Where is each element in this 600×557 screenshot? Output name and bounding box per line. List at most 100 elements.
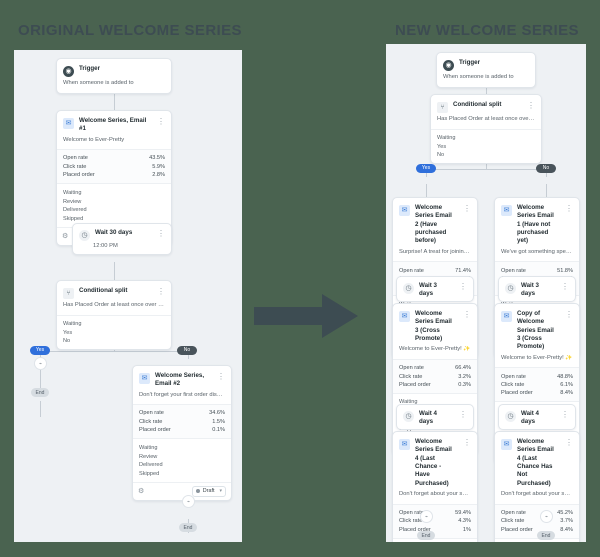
branch-badge-yes[interactable]: Yes (416, 164, 436, 173)
stat-value: 3.2% (458, 373, 471, 380)
stat-label: Placed order (399, 526, 431, 533)
email-icon: ✉ (501, 205, 512, 216)
wait-card-3[interactable]: ◷ Wait 4 days ⋮ (498, 404, 576, 430)
wait-card-2[interactable]: ◷ Wait 4 days ⋮ (396, 404, 474, 430)
stat-label: Placed order (501, 390, 533, 397)
stat-value: 51.8% (557, 267, 573, 274)
kebab-menu-icon[interactable]: ⋮ (157, 117, 165, 126)
email-card-subtitle: Welcome to Ever-Pretty! ✨ (501, 354, 573, 361)
email-card-title: Welcome Series Email 1 (Have not purchas… (517, 204, 554, 245)
email-card-2[interactable]: ✉ Welcome Series Email 3 (Cross Promote)… (392, 303, 478, 456)
kebab-menu-icon[interactable]: ⋮ (527, 101, 535, 110)
email-card-4[interactable]: ✉ Welcome Series Email 4 (Last Chance - … (392, 431, 478, 542)
right-branch-node-icon[interactable]: ⌁ (540, 510, 553, 523)
email-card-header: ✉ Welcome Series, Email #1 ⋮ (57, 111, 171, 137)
trigger-card[interactable]: ◉ Trigger When someone is added to (436, 52, 536, 88)
kebab-menu-icon[interactable]: ⋮ (459, 410, 467, 419)
wait-card-0[interactable]: ◷ Wait 3 days ⋮ (396, 276, 474, 302)
stat-label: Placed order (63, 172, 95, 179)
no-branch-end: End (179, 523, 197, 532)
stat-label: Click rate (63, 163, 87, 170)
email-card-statuses: Waiting Review Delivered Skipped (393, 537, 477, 542)
yes-branch-node-icon[interactable]: ⌁ (34, 357, 47, 370)
email-card-subtitle: Don't forget about your special discount… (501, 491, 579, 498)
kebab-menu-icon[interactable]: ⋮ (463, 438, 471, 447)
clock-icon: ◷ (505, 283, 516, 294)
stat-value: 8.4% (560, 390, 573, 397)
email-card-title: Welcome Series, Email #1 (79, 117, 147, 133)
email-card-stats: Open rate 43.5% Click rate 5.9% Placed o… (57, 149, 171, 184)
trigger-card[interactable]: ◉ Trigger When someone is added to (56, 58, 172, 94)
new-flow-panel[interactable]: ◉ Trigger When someone is added to ⑂ Con… (386, 44, 586, 542)
split-card-title: Conditional split (453, 101, 502, 108)
kebab-menu-icon[interactable]: ⋮ (157, 229, 165, 238)
email-card-header: ✉ Welcome Series Email 2 (Have purchased… (393, 198, 477, 249)
settings-gear-icon[interactable]: ⚙ (62, 233, 69, 240)
kebab-menu-icon[interactable]: ⋮ (459, 282, 467, 291)
email-card-5[interactable]: ✉ Welcome Series Email 4 (Last Chance Ha… (494, 431, 580, 542)
stat-row: Placed order 0.1% (139, 426, 225, 434)
kebab-menu-icon[interactable]: ⋮ (565, 204, 573, 213)
split-icon: ⑂ (63, 288, 74, 299)
email-icon: ✉ (501, 311, 512, 322)
email-card-subtitle: Welcome to Ever-Pretty (63, 136, 125, 143)
wait-card-title: Wait 4 days (419, 410, 437, 426)
stat-value: 2.8% (152, 172, 165, 179)
trigger-card-header: ◉ Trigger (57, 59, 171, 80)
kebab-menu-icon[interactable]: ⋮ (157, 287, 165, 296)
no-branch-node-icon[interactable]: ⌁ (182, 495, 195, 508)
conditional-split-card[interactable]: ⑂ Conditional split ⋮ Has Placed Order a… (430, 94, 542, 164)
kebab-menu-icon[interactable]: ⋮ (217, 372, 225, 381)
email-icon: ✉ (399, 439, 410, 450)
branch-badge-no[interactable]: No (177, 346, 197, 355)
email-icon: ✉ (399, 311, 410, 322)
stat-value: 66.4% (455, 365, 471, 372)
stat-value: 1% (462, 526, 471, 533)
email-card-header: ✉ Welcome Series, Email #2 ⋮ (133, 366, 231, 392)
email-card-statuses: Waiting Review Delivered Skipped (57, 183, 171, 226)
wait-card-1[interactable]: ◷ Wait 3 days ⋮ (498, 276, 576, 302)
kebab-menu-icon[interactable]: ⋮ (565, 310, 573, 319)
trigger-icon: ◉ (443, 60, 454, 71)
email-icon: ✉ (63, 118, 74, 129)
kebab-menu-icon[interactable]: ⋮ (565, 438, 573, 447)
wait-card-title: Wait 4 days (521, 410, 539, 426)
left-branch-node-icon[interactable]: ⌁ (420, 510, 433, 523)
kebab-menu-icon[interactable]: ⋮ (463, 310, 471, 319)
wait-card-header: ◷ Wait 3 days ⋮ (499, 277, 575, 301)
email-card-welcome-2[interactable]: ✉ Welcome Series, Email #2 ⋮ Don't forge… (132, 365, 232, 501)
stat-label: Open rate (501, 373, 526, 380)
split-card-subtitle: Has Placed Order at least once over all … (437, 116, 541, 122)
wait-card[interactable]: ◷ Wait 30 days ⋮ 12:00 PM (72, 223, 172, 255)
stat-label: Click rate (399, 518, 423, 525)
branch-badge-yes[interactable]: Yes (30, 346, 50, 355)
stat-label: Placed order (399, 381, 431, 388)
kebab-menu-icon[interactable]: ⋮ (561, 282, 569, 291)
conditional-split-card[interactable]: ⑂ Conditional split ⋮ Has Placed Order a… (56, 280, 172, 350)
kebab-menu-icon[interactable]: ⋮ (561, 410, 569, 419)
trigger-card-header: ◉ Trigger (437, 53, 535, 74)
stat-row: Click rate 5.9% (63, 163, 165, 171)
split-card-statuses: Waiting Yes No (431, 128, 541, 163)
email-card-title: Welcome Series Email 4 (Last Chance - Ha… (415, 438, 452, 487)
settings-gear-icon[interactable]: ⚙ (138, 488, 145, 495)
clock-icon: ◷ (505, 411, 516, 422)
original-flow-panel[interactable]: ◉ Trigger When someone is added to ✉ Wel… (14, 50, 242, 542)
status-dot-icon (195, 489, 200, 493)
right-branch-end: End (537, 531, 555, 540)
split-icon: ⑂ (437, 102, 448, 113)
branch-badge-no[interactable]: No (536, 164, 556, 173)
status-row: Skipped (139, 471, 160, 478)
stat-value: 8.4% (560, 526, 573, 533)
kebab-menu-icon[interactable]: ⋮ (463, 204, 471, 213)
status-badge-draft[interactable]: Draft ▾ (191, 485, 226, 497)
chevron-down-icon: ▾ (219, 488, 222, 494)
email-card-stats: Open rate 34.6% Click rate 1.5% Placed o… (133, 404, 231, 439)
email-icon: ✉ (399, 205, 410, 216)
